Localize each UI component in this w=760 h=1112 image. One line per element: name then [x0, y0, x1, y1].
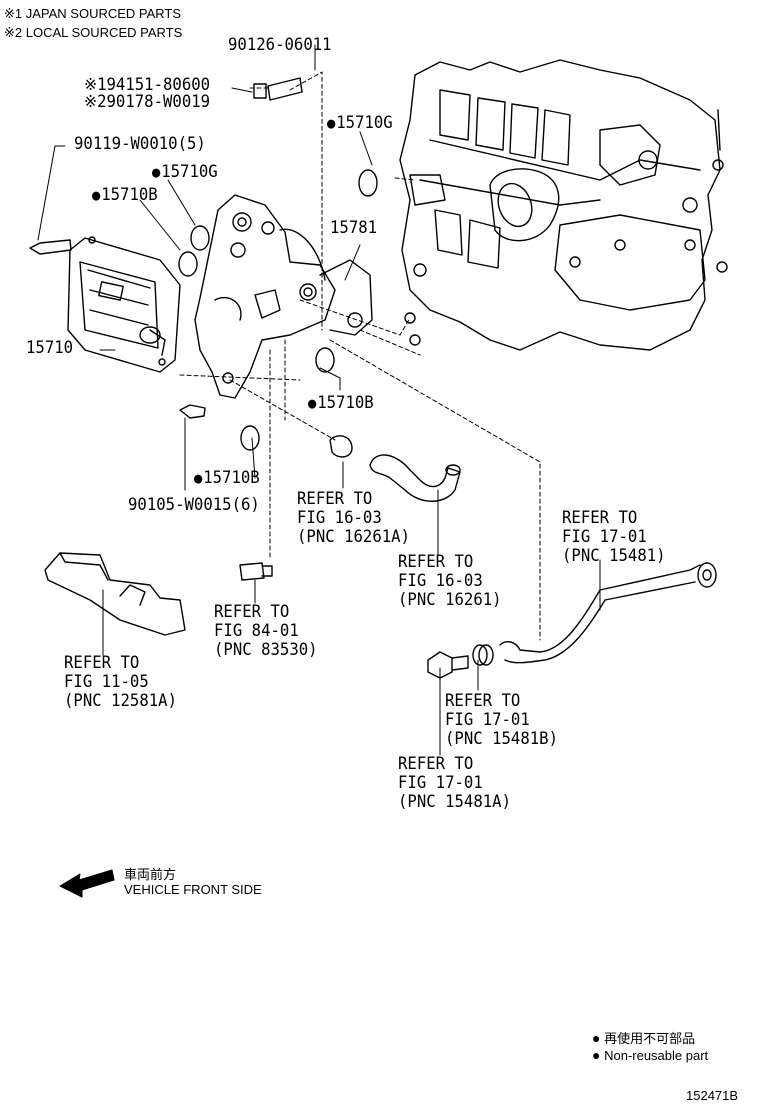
reference-line: REFER TO	[214, 602, 290, 622]
reference-line: FIG 16-03	[297, 508, 382, 528]
reference-line: FIG 16-03	[398, 571, 483, 591]
reference-line: REFER TO	[64, 653, 140, 673]
reference-pnc-12581a[interactable]: REFER TO FIG 11-05 (PNC 12581A)	[64, 654, 177, 711]
reference-line: FIG 17-01	[398, 773, 483, 793]
note-local-sourced: ※2 LOCAL SOURCED PARTS	[4, 25, 183, 40]
legend-non-reusable-jp: ● 再使用不可部品	[592, 1028, 695, 1047]
reference-line: (PNC 15481A)	[398, 792, 512, 812]
part-15710b-left-label[interactable]: 15710B	[92, 185, 158, 205]
part-90105-label[interactable]: 90105-W0015(6)	[128, 495, 260, 515]
reference-line: REFER TO	[398, 552, 474, 572]
reference-pnc-15481[interactable]: REFER TO FIG 17-01 (PNC 15481)	[562, 509, 666, 566]
part-90178-label[interactable]: ※290178-W0019	[84, 92, 211, 112]
part-15781-label[interactable]: 15781	[330, 218, 378, 238]
reference-line: REFER TO	[297, 489, 373, 509]
reference-pnc-16261a[interactable]: REFER TO FIG 16-03 (PNC 16261A)	[297, 490, 410, 547]
bolts	[29, 77, 494, 679]
note-japan-sourced: ※1 JAPAN SOURCED PARTS	[4, 6, 182, 21]
part-15710-label[interactable]: 15710	[26, 338, 74, 358]
part-94151-label[interactable]: ※194151-80600	[84, 75, 211, 95]
legend-en-text: Non-reusable part	[604, 1048, 709, 1063]
non-reusable-dot-icon: ●	[592, 1047, 601, 1063]
reference-line: FIG 17-01	[562, 527, 647, 547]
dashed-leader-lines	[179, 71, 541, 641]
reference-line: (PNC 16261)	[398, 590, 502, 610]
reference-line: (PNC 15481B)	[445, 729, 559, 749]
part-15710b-bottom-label[interactable]: 15710B	[194, 468, 260, 488]
reference-line: REFER TO	[562, 508, 638, 528]
reference-line: (PNC 83530)	[214, 640, 318, 660]
reference-pnc-16261[interactable]: REFER TO FIG 16-03 (PNC 16261)	[398, 553, 502, 610]
reference-pnc-15481b[interactable]: REFER TO FIG 17-01 (PNC 15481B)	[445, 692, 558, 749]
reference-line: (PNC 15481)	[562, 546, 666, 566]
reference-pnc-83530[interactable]: REFER TO FIG 84-01 (PNC 83530)	[214, 603, 318, 660]
figure-id: 152471B	[686, 1088, 739, 1103]
vehicle-front-jp-label: 車両前方	[124, 867, 177, 882]
reference-line: (PNC 16261A)	[297, 527, 411, 547]
part-15710g-left-label[interactable]: 15710G	[152, 162, 218, 182]
o-rings	[178, 169, 378, 451]
reference-line: (PNC 12581A)	[64, 691, 178, 711]
part-90126-label[interactable]: 90126-06011	[228, 35, 332, 55]
cooler-bracket-drawing	[194, 194, 373, 399]
legend-jp-text: 再使用不可部品	[604, 1031, 696, 1046]
legend-non-reusable-en: ● Non-reusable part	[592, 1047, 708, 1063]
part-15710g-top-label[interactable]: 15710G	[327, 113, 393, 133]
part-15710b-right-label[interactable]: 15710B	[308, 393, 374, 413]
reference-line: REFER TO	[398, 754, 474, 774]
part-90119-label[interactable]: 90119-W0010(5)	[74, 134, 206, 154]
oil-cooler-drawing	[67, 236, 181, 373]
reference-line: FIG 84-01	[214, 621, 299, 641]
vehicle-front-en-label: VEHICLE FRONT SIDE	[124, 882, 262, 897]
non-reusable-dot-icon: ●	[592, 1030, 601, 1046]
vehicle-front-arrow	[59, 869, 115, 898]
reference-line: FIG 11-05	[64, 672, 149, 692]
reference-line: FIG 17-01	[445, 710, 530, 730]
engine-block-drawing	[399, 59, 728, 351]
reference-pnc-15481a[interactable]: REFER TO FIG 17-01 (PNC 15481A)	[398, 755, 511, 812]
accessory-parts	[44, 435, 717, 664]
reference-line: REFER TO	[445, 691, 521, 711]
